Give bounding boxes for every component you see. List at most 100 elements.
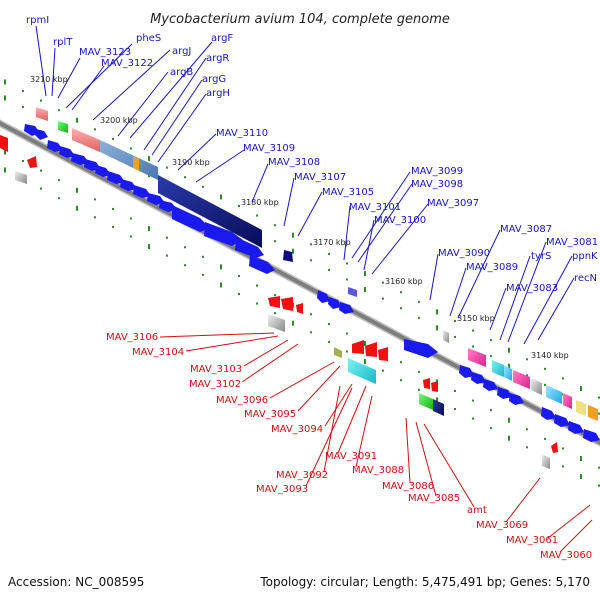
gene-block-red[interactable] [36, 107, 48, 121]
gene-label-tyrS[interactable]: tyrS [531, 251, 551, 262]
gene-label-MAV_3108[interactable]: MAV_3108 [268, 157, 320, 168]
gene-block-cyan[interactable] [348, 358, 376, 384]
gene-label-MAV_3123[interactable]: MAV_3123 [79, 47, 131, 58]
gene-label-argH[interactable]: argH [206, 88, 230, 99]
gene-label-MAV_3096[interactable]: MAV_3096 [216, 395, 268, 406]
gene-label-MAV_3107[interactable]: MAV_3107 [294, 172, 346, 183]
gene-block-green[interactable] [58, 121, 68, 133]
gene-arrow[interactable] [568, 421, 584, 434]
gene-arrow[interactable] [281, 297, 293, 311]
gene-label-MAV_3089[interactable]: MAV_3089 [466, 262, 518, 273]
gene-arrow[interactable] [283, 250, 293, 262]
gene-label-MAV_3091[interactable]: MAV_3091 [325, 451, 377, 462]
gene-label-MAV_3086[interactable]: MAV_3086 [382, 481, 434, 492]
gene-label-MAV_3122[interactable]: MAV_3122 [101, 58, 153, 69]
gene-arrow[interactable] [459, 365, 474, 378]
gene-arrow[interactable] [339, 302, 354, 314]
gene-arrow[interactable] [483, 379, 498, 391]
gene-label-argJ[interactable]: argJ [172, 46, 191, 57]
gene-label-MAV_3101[interactable]: MAV_3101 [349, 202, 401, 213]
gene-block-orange[interactable] [588, 405, 598, 421]
gene-label-MAV_3106[interactable]: MAV_3106 [106, 332, 158, 343]
gene-arrow-long[interactable] [172, 205, 210, 232]
gene-label-MAV_3090[interactable]: MAV_3090 [438, 248, 490, 259]
gene-arrow[interactable] [423, 378, 430, 389]
gene-block-sky[interactable] [504, 365, 512, 381]
gene-block-pink[interactable] [468, 348, 486, 367]
gene-arrow-long[interactable] [404, 339, 438, 358]
gene-arrow[interactable] [541, 407, 556, 420]
gene-arrow[interactable] [296, 303, 303, 314]
gene-arrow[interactable] [0, 135, 8, 152]
gene-arrow[interactable] [431, 381, 438, 392]
gene-block-gray[interactable] [542, 455, 550, 469]
gene-arrow[interactable] [249, 255, 275, 274]
gene-label-pheS[interactable]: pheS [136, 33, 161, 44]
gene-label-rplT[interactable]: rplT [53, 37, 73, 48]
gene-arrow-long[interactable] [204, 222, 243, 246]
gene-block-gray[interactable] [268, 314, 285, 332]
gene-arrow[interactable] [317, 290, 330, 303]
gene-label-MAV_3061[interactable]: MAV_3061 [506, 535, 558, 546]
gene-arrow[interactable] [95, 165, 111, 177]
gene-label-MAV_3092[interactable]: MAV_3092 [276, 470, 328, 481]
gene-block-purple[interactable] [348, 287, 357, 297]
gene-arrow[interactable] [71, 153, 89, 165]
gene-block-yellow[interactable] [576, 400, 586, 416]
gene-label-MAV_3060[interactable]: MAV_3060 [540, 550, 592, 561]
gene-label-ppnK[interactable]: ppnK [572, 251, 598, 262]
gene-label-MAV_3109[interactable]: MAV_3109 [243, 143, 295, 154]
gene-label-argR[interactable]: argR [206, 53, 229, 64]
gene-arrow[interactable] [133, 185, 151, 198]
gene-label-MAV_3099[interactable]: MAV_3099 [411, 166, 463, 177]
gene-block-salmon[interactable] [72, 128, 100, 152]
gene-arrow[interactable] [551, 442, 558, 453]
gene-label-MAV_3093[interactable]: MAV_3093 [256, 484, 308, 495]
gene-arrow[interactable] [235, 237, 264, 258]
gene-block-pink[interactable] [563, 393, 572, 409]
gene-label-MAV_3097[interactable]: MAV_3097 [427, 198, 479, 209]
gene-label-argB[interactable]: argB [170, 67, 193, 78]
gene-label-MAV_3104[interactable]: MAV_3104 [132, 347, 184, 358]
gene-label-rpmI[interactable]: rpmI [26, 15, 49, 26]
gene-label-MAV_3105[interactable]: MAV_3105 [322, 187, 374, 198]
gene-label-MAV_3095[interactable]: MAV_3095 [244, 409, 296, 420]
gene-label-MAV_3083[interactable]: MAV_3083 [506, 283, 558, 294]
gene-arrow[interactable] [47, 140, 63, 152]
gene-label-MAV_3088[interactable]: MAV_3088 [352, 465, 404, 476]
gene-arrow[interactable] [378, 347, 388, 361]
gene-label-MAV_3094[interactable]: MAV_3094 [271, 424, 323, 435]
gene-arrow[interactable] [328, 297, 341, 309]
gene-block-green[interactable] [419, 393, 433, 410]
gene-block-sky[interactable] [546, 385, 562, 404]
gene-label-MAV_3103[interactable]: MAV_3103 [190, 364, 242, 375]
gene-arrow[interactable] [27, 156, 37, 168]
gene-block-navy[interactable] [158, 175, 262, 248]
gene-arrow[interactable] [583, 429, 600, 442]
gene-label-recN[interactable]: recN [574, 273, 597, 284]
gene-block-orange[interactable] [133, 156, 139, 171]
gene-arrow[interactable] [509, 393, 524, 405]
gene-arrow[interactable] [120, 179, 137, 191]
gene-arrow[interactable] [471, 372, 486, 384]
gene-label-amt[interactable]: amt [467, 505, 487, 516]
gene-label-MAV_3087[interactable]: MAV_3087 [500, 224, 552, 235]
gene-arrow[interactable] [59, 146, 75, 158]
gene-label-MAV_3100[interactable]: MAV_3100 [374, 215, 426, 226]
gene-arrow[interactable] [554, 414, 570, 427]
gene-block-gray[interactable] [15, 171, 27, 184]
gene-arrow[interactable] [352, 340, 364, 354]
gene-arrow[interactable] [497, 387, 512, 399]
gene-block-steel[interactable] [100, 140, 158, 180]
gene-label-MAV_3110[interactable]: MAV_3110 [216, 128, 268, 139]
gene-block-pink[interactable] [513, 370, 530, 389]
gene-block-gray[interactable] [531, 378, 542, 395]
gene-label-MAV_3069[interactable]: MAV_3069 [476, 520, 528, 531]
gene-arrow[interactable] [268, 296, 280, 308]
gene-label-argF[interactable]: argF [211, 33, 233, 44]
gene-block-navy[interactable] [433, 399, 444, 416]
gene-arrow[interactable] [365, 342, 377, 357]
gene-block-gray[interactable] [443, 330, 449, 343]
gene-label-MAV_3102[interactable]: MAV_3102 [189, 379, 241, 390]
gene-label-MAV_3085[interactable]: MAV_3085 [408, 493, 460, 504]
